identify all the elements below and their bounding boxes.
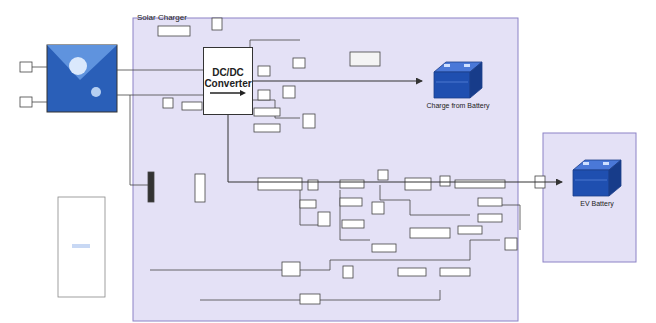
input-blocks <box>20 62 32 107</box>
converter-block: DC/DC Converter <box>203 47 253 115</box>
subsystem-region <box>543 133 636 262</box>
battery-icon <box>569 156 625 198</box>
block-label: Charge from Battery <box>422 102 494 109</box>
converter-arrow <box>210 90 246 96</box>
simulink-blocks <box>148 18 545 304</box>
annotation-mark <box>72 244 90 248</box>
signal-connector <box>253 81 422 82</box>
block-label: EV Battery <box>562 200 632 207</box>
subsystem-region <box>133 18 518 321</box>
signal-lines <box>32 40 520 300</box>
signal-connector <box>228 115 562 182</box>
block-label: DC/DC Converter <box>204 67 251 90</box>
annotation-area <box>58 197 105 297</box>
subsystem-block: Solar ChargerDC/DC ConverterCharge from … <box>133 18 518 321</box>
battery-icon <box>430 58 486 100</box>
battery-block: EV Battery <box>562 156 632 228</box>
battery-block: Charge from Battery <box>422 58 494 120</box>
solar-panel-icon <box>47 45 117 112</box>
subsystem-title: Solar Charger <box>137 13 187 22</box>
